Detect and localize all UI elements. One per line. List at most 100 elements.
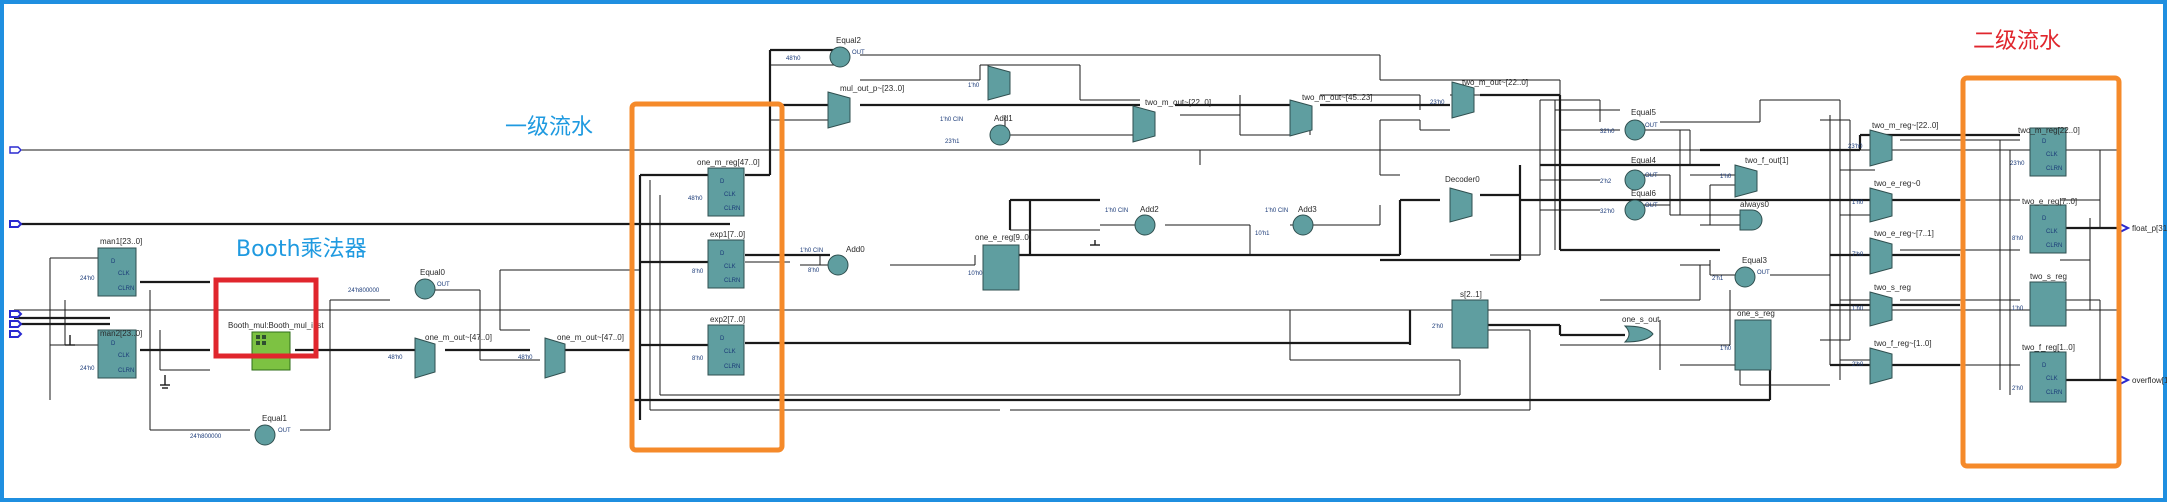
svg-text:D: D	[720, 251, 725, 257]
label-one-s-out: one_s_out	[1622, 315, 1660, 324]
label-two-f-reg: two_f_reg[1..0]	[2022, 343, 2075, 352]
svg-text:CLRN: CLRN	[2046, 166, 2062, 172]
mux-decoder0	[1449, 187, 1473, 223]
output-label-overflow: overflow[1..0]	[2132, 376, 2167, 385]
label-one-m-reg: one_m_reg[47..0]	[697, 158, 760, 167]
const-add2-cin: 1'h0 CIN	[1105, 208, 1128, 214]
label-always0: always0	[1740, 200, 1769, 209]
register-s	[1451, 299, 1489, 349]
input-pin-2	[9, 220, 23, 228]
svg-text:CLK: CLK	[2046, 152, 2058, 158]
const-equal4: 2'h2	[1600, 179, 1612, 185]
const-s-reg: 2'h0	[1432, 324, 1444, 330]
const-equal3: 2'h1	[1712, 276, 1724, 282]
label-equal2: Equal2	[836, 36, 861, 45]
label-add0: Add0	[846, 245, 865, 254]
const-one-e-reg: 10'h0	[968, 271, 983, 277]
input-pin-5	[9, 330, 23, 338]
const-one-m-b: 48'h0	[518, 355, 533, 361]
const-two-e-reg-0: 1'h0	[1852, 200, 1864, 206]
svg-text:OUT: OUT	[1645, 203, 1658, 209]
svg-text:CLRN: CLRN	[118, 368, 134, 374]
const-exp2: 8'h0	[692, 356, 704, 362]
svg-text:OUT: OUT	[1757, 270, 1770, 276]
mux-two-m-out-c	[1289, 99, 1313, 137]
const-man1: 24'h0	[80, 276, 95, 282]
svg-text:D: D	[2042, 363, 2047, 369]
operators	[254, 46, 1756, 446]
register-exp2	[707, 324, 745, 376]
op-add0	[827, 254, 849, 276]
svg-text:CLK: CLK	[724, 264, 736, 270]
const-equal0: 24'h800000	[348, 288, 380, 294]
const-one-m-reg: 48'h0	[688, 196, 703, 202]
mux-two-e-reg-71	[1869, 237, 1893, 275]
label-one-s-reg: one_s_reg	[1737, 309, 1775, 318]
stage2-highlight-box	[1960, 75, 2122, 469]
mux-two-m-out-d	[1451, 81, 1475, 119]
label-mux-two-s-reg: two_s_reg	[1874, 283, 1911, 292]
label-mux-mul-out-p: mul_out_p~[23..0]	[840, 84, 904, 93]
register-two-e-reg	[2029, 204, 2067, 254]
register-two-m-reg	[2029, 127, 2067, 177]
op-add2	[1134, 214, 1156, 236]
const-two-m-reg: 23'h0	[1848, 144, 1863, 150]
label-mux-two-m-out-c: two_m_out~[22..0]	[1462, 78, 1528, 87]
registers	[97, 127, 2067, 403]
const-two-f-reg-d: 2'h0	[2012, 386, 2024, 392]
input-pins	[9, 146, 23, 338]
booth-highlight-box	[213, 277, 319, 359]
label-man2: man2[23..0]	[100, 329, 142, 338]
register-exp1	[707, 239, 745, 289]
annotation-stage1: 一级流水	[505, 115, 593, 140]
op-equal1	[254, 424, 276, 446]
annotation-stage2: 二级流水	[1973, 29, 2061, 54]
const-one-s-reg: 1'h0	[1720, 346, 1732, 352]
label-two-e-reg: two_e_reg[7..0]	[2022, 197, 2077, 206]
label-add1: Add1	[994, 114, 1013, 123]
label-mux-two-m-out-a: two_m_out~[22..0]	[1145, 98, 1211, 107]
svg-text:D: D	[720, 336, 725, 342]
svg-text:CLRN: CLRN	[2046, 243, 2062, 249]
op-equal2	[829, 46, 851, 68]
svg-text:CLK: CLK	[724, 192, 736, 198]
register-man1	[97, 247, 137, 297]
label-man1: man1[23..0]	[100, 237, 142, 246]
label-booth-inst: Booth_mul:Booth_mul_inst	[228, 321, 324, 330]
register-one-s-reg	[1734, 319, 1772, 371]
svg-text:CLRN: CLRN	[118, 286, 134, 292]
svg-text:D: D	[111, 259, 116, 265]
input-pin-3	[9, 310, 23, 318]
svg-text:CLK: CLK	[2046, 376, 2058, 382]
label-equal0: Equal0	[420, 268, 445, 277]
mux-one-m-out-a	[414, 337, 436, 379]
mux-two-f-reg	[1869, 347, 1893, 385]
const-man2: 24'h0	[80, 366, 95, 372]
svg-text:CLK: CLK	[118, 271, 130, 277]
svg-text:CLK: CLK	[724, 349, 736, 355]
mux-mul-out-p	[827, 91, 851, 129]
mux-two-s-reg	[1869, 291, 1893, 327]
label-mux-two-f-reg: two_f_reg~[1..0]	[1874, 339, 1932, 348]
label-s-reg: s[2..1]	[1460, 290, 1482, 299]
stage1-highlight-box	[629, 101, 785, 453]
label-mux-two-e-reg-71: two_e_reg~[7..1]	[1874, 229, 1934, 238]
mux-two-f-out	[1734, 164, 1758, 198]
input-pin-4	[9, 320, 23, 328]
wires	[14, 48, 2120, 431]
booth-grid-icon	[256, 335, 266, 345]
svg-text:OUT: OUT	[852, 50, 865, 56]
annotation-booth: Booth乘法器	[236, 237, 367, 262]
label-equal6: Equal6	[1631, 189, 1656, 198]
svg-text:D: D	[2042, 139, 2047, 145]
const-two-f-reg: 2'h0	[1852, 362, 1864, 368]
const-equal1: 24'h800000	[190, 434, 222, 440]
gate-one-s-out	[1623, 325, 1654, 343]
register-two-s-reg	[2029, 281, 2067, 327]
op-equal5	[1624, 119, 1646, 141]
register-man2	[97, 329, 137, 379]
mux-two-m-out-a	[987, 65, 1011, 101]
gate-always0	[1739, 209, 1763, 231]
